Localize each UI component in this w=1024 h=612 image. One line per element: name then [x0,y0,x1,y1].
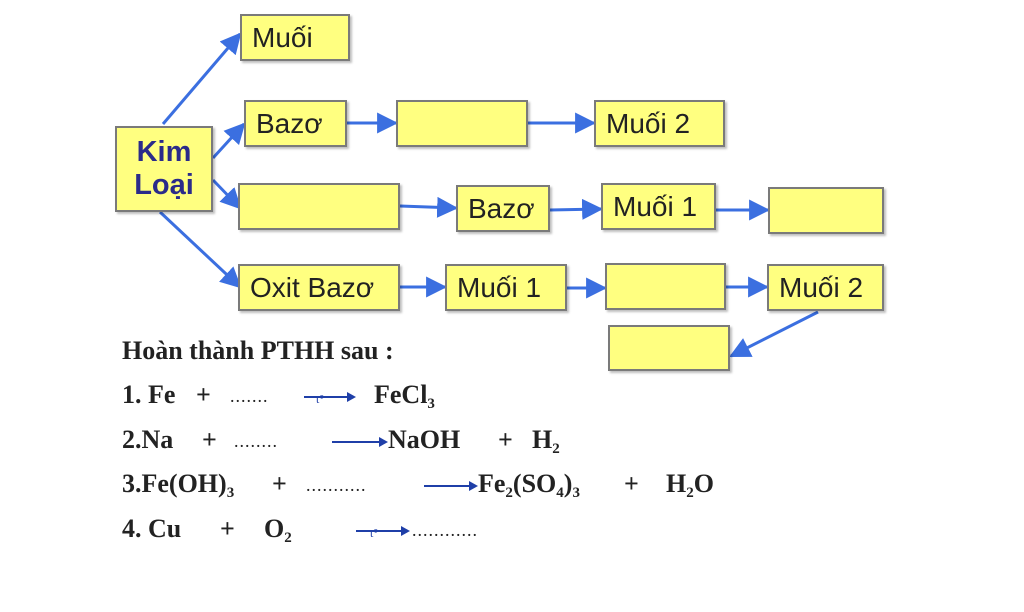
arrow-kimloai-muoi [161,32,242,125]
node-blank-5 [608,325,730,371]
node-blank-2 [238,183,400,230]
node-blank-3 [768,187,884,234]
arrow-icon [332,437,388,447]
eq4-oxygen-symbol: O [264,514,285,543]
equation-2: 2.Na + ........ NaOH + H2 [122,425,582,458]
eq2-blank: ........ [234,431,278,451]
arrow-kimloai-blank2 [211,178,242,210]
arrow-icon [356,526,410,536]
eq3-product: Fe2(SO4)3 [478,469,580,502]
eq3-product-sub3: 3 [572,485,580,501]
eq4-reactant: 4. Cu [122,514,182,543]
eq2-hydrogen-sub: 2 [552,441,560,457]
arrow-icon [304,392,356,402]
node-muoi-2-bottom: Muối 2 [767,264,884,311]
arrow-muoi2-blank5 [729,310,819,358]
eq3-water-h: H [666,469,687,498]
eq2-reactant: 2.Na [122,425,174,454]
arrow-icon [424,481,478,491]
eq3-water-o: O [693,469,714,498]
node-kim-loai: Kim Loại [115,126,213,212]
eq2-plus: + [202,425,217,454]
eq3-product-sub1: 2 [505,485,513,501]
node-muoi: Muối [240,14,350,61]
node-kim-loai-line2: Loại [134,169,194,201]
arrow-kimloai-bazo [211,122,246,160]
eq2-product: NaOH [388,425,461,454]
eq4-condition: t° [370,526,379,540]
eq3-plus: + [272,469,287,498]
arrow-kimloai-oxitbazo [158,210,242,289]
eq4-oxygen-sub: 2 [284,530,292,546]
node-oxit-bazo: Oxit Bazơ [238,264,400,311]
node-kim-loai-line1: Kim [136,135,192,168]
eq3-reactant-formula: 3.Fe(OH) [122,469,227,498]
node-muoi-1-mid: Muối 1 [601,183,716,230]
equation-3: 3.Fe(OH)3 + ........... Fe2(SO4)3 + H2O [122,469,742,502]
node-muoi-2-top: Muối 2 [594,100,725,147]
eq4-oxygen: O2 [264,514,292,547]
eq1-condition: t° [316,392,325,406]
eq1-product: FeCl3 [374,380,435,413]
eq1-plus: + [196,380,211,409]
node-blank-1 [396,100,528,147]
eq3-product-part1: Fe [478,469,506,498]
eq4-plus: + [220,514,235,543]
arrow-bazo-muoi1 [549,198,604,220]
equation-4: 4. Cu + O2 t° ............ [122,514,542,546]
eq3-blank: ........... [306,475,367,495]
node-bazo-top: Bazơ [244,100,347,147]
eq3-product-part2: (SO [512,469,557,498]
eq4-blank: ............ [412,520,478,540]
exercise-heading: Hoàn thành PTHH sau : [122,336,394,365]
eq1-product-sub: 3 [427,396,435,412]
eq2-plus2: + [498,425,513,454]
eq2-hydrogen-symbol: H [532,425,553,454]
node-blank-4 [605,263,726,310]
eq3-water-sub: 2 [686,485,694,501]
eq1-reactant: 1. Fe [122,380,176,409]
equation-1: 1. Fe + ....... t° FeCl3 [122,380,522,413]
eq3-reactant-sub: 3 [226,485,235,501]
eq3-plus2: + [624,469,639,498]
eq2-hydrogen: H2 [532,425,560,458]
eq3-water: H2O [666,469,714,502]
eq1-blank: ....... [230,386,269,406]
eq3-product-sub2: 4 [556,485,564,501]
arrow-blank2-bazo [399,196,459,218]
node-muoi-1-bottom: Muối 1 [445,264,567,311]
eq1-product-formula: FeCl [374,380,428,409]
node-bazo-mid: Bazơ [456,185,550,232]
eq3-product-part3: ) [563,469,573,498]
eq3-reactant: 3.Fe(OH)3 [122,469,234,502]
